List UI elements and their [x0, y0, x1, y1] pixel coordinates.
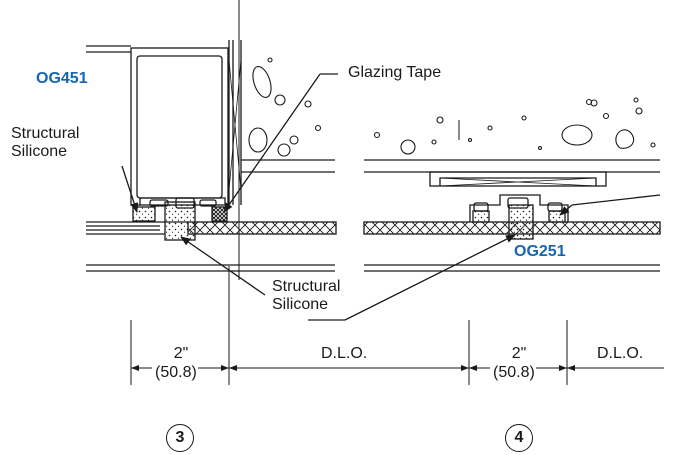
left-glass-lite — [187, 221, 337, 235]
left-glazing-tape-block — [211, 206, 228, 222]
bottom-silicone-leader-left — [180, 236, 266, 296]
dim-right-inches: 2" — [496, 344, 542, 364]
og251-leader — [571, 194, 661, 206]
mullion-profile — [130, 47, 229, 206]
glazing-tape-label: Glazing Tape — [346, 64, 444, 83]
left-structural-silicone-label: Structural Silicone — [9, 125, 82, 162]
left-silicone-block-a — [132, 206, 156, 222]
dim-left-inches: 2" — [158, 344, 204, 364]
og451-label: OG451 — [36, 70, 88, 89]
left-silicone-line1: Structural — [9, 125, 82, 144]
bottom-silicone-line2: Silicone — [270, 296, 343, 315]
right-concrete-aggregate — [373, 97, 656, 155]
dim-right-mm: (50.8) — [490, 363, 536, 383]
left-concrete-aggregate — [248, 57, 322, 157]
left-silicone-line2: Silicone — [9, 143, 82, 162]
og251-label: OG251 — [514, 243, 566, 262]
bottom-structural-silicone-label: Structural Silicone — [270, 278, 343, 315]
detail-number-4: 4 — [505, 424, 533, 452]
dim-right-text: 2" (50.8) — [490, 344, 542, 383]
dim-left-text: 2" (50.8) — [152, 344, 204, 383]
right-silicone-block-a — [472, 210, 490, 223]
dim-left-mm: (50.8) — [152, 363, 198, 383]
left-silicone-leader — [121, 165, 139, 213]
detail-number-3: 3 — [166, 424, 194, 452]
dim-dlo-1-text: D.L.O. — [318, 344, 371, 364]
right-glass-lite — [363, 221, 661, 235]
bottom-silicone-leader-right — [344, 234, 516, 321]
bottom-silicone-line1: Structural — [270, 278, 343, 297]
dim-dlo-2-text: D.L.O. — [594, 344, 647, 364]
